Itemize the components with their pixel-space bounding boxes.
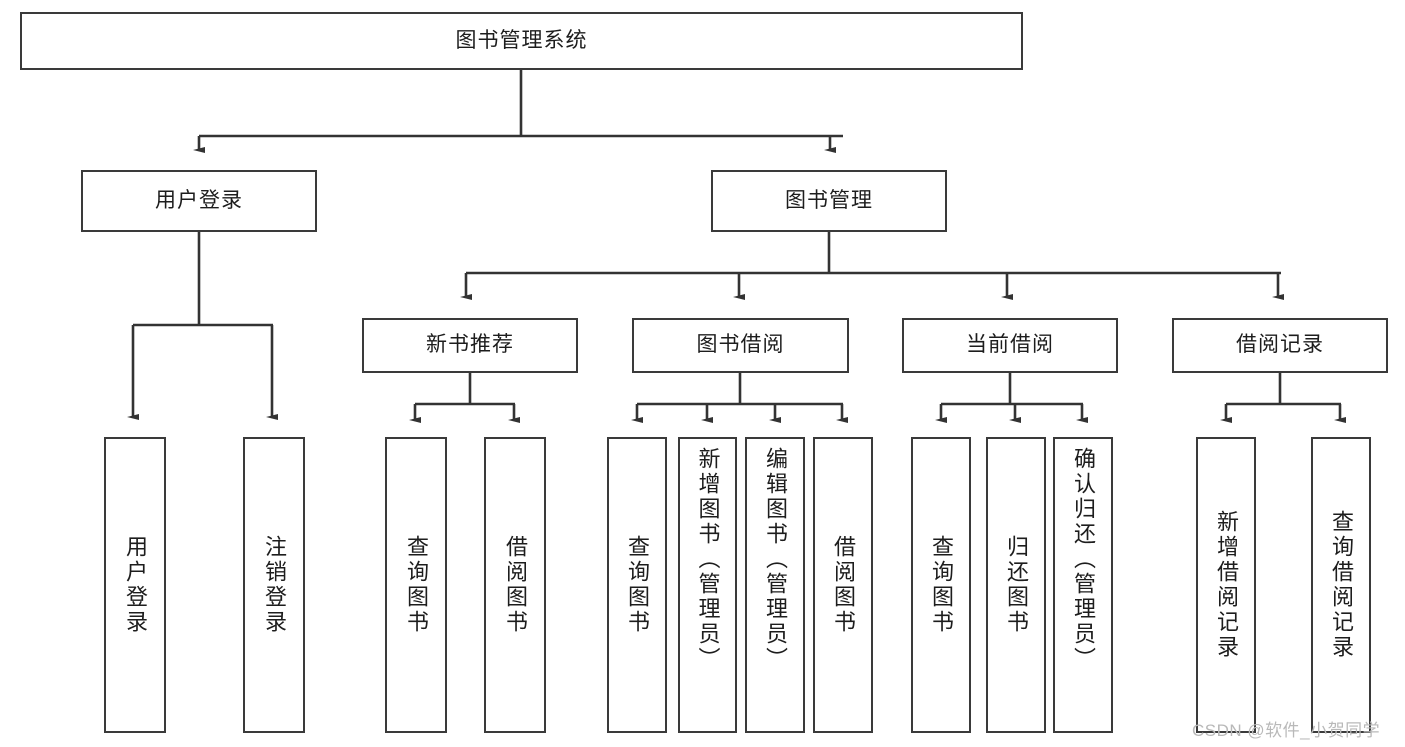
node-borrow-record[interactable]: 借阅记录 <box>1172 318 1388 373</box>
node-leaf-query-book-2[interactable]: 查询图书 <box>607 437 667 733</box>
node-leaf-borrow-book-2[interactable]: 借阅图书 <box>813 437 873 733</box>
node-book-management[interactable]: 图书管理 <box>711 170 947 232</box>
node-leaf-query-book-3-label: 查询图书 <box>929 535 954 635</box>
node-user-login[interactable]: 用户登录 <box>81 170 317 232</box>
node-leaf-confirm-return[interactable]: 确认归还（管理员） <box>1053 437 1113 733</box>
node-leaf-add-record[interactable]: 新增借阅记录 <box>1196 437 1256 733</box>
node-leaf-query-book-3[interactable]: 查询图书 <box>911 437 971 733</box>
node-leaf-user-login-label: 用户登录 <box>123 535 148 635</box>
node-leaf-query-book-2-label: 查询图书 <box>625 535 650 635</box>
node-leaf-return-book[interactable]: 归还图书 <box>986 437 1046 733</box>
node-leaf-confirm-return-label: 确认归还（管理员） <box>1071 447 1096 672</box>
node-leaf-edit-book-label: 编辑图书（管理员） <box>763 447 788 672</box>
node-leaf-add-book[interactable]: 新增图书（管理员） <box>678 437 737 733</box>
node-current-borrow-label: 当前借阅 <box>966 333 1054 357</box>
node-book-management-label: 图书管理 <box>785 188 873 212</box>
watermark-text: CSDN @软件_小贺同学 <box>1192 721 1381 740</box>
node-leaf-logout[interactable]: 注销登录 <box>243 437 305 733</box>
node-borrow-record-label: 借阅记录 <box>1236 333 1324 357</box>
node-root-label: 图书管理系统 <box>455 28 588 52</box>
node-book-borrow-label: 图书借阅 <box>696 333 785 357</box>
node-new-book-recommend-label: 新书推荐 <box>426 333 514 357</box>
node-leaf-borrow-book-1-label: 借阅图书 <box>503 535 528 635</box>
node-leaf-edit-book[interactable]: 编辑图书（管理员） <box>745 437 805 733</box>
node-leaf-logout-label: 注销登录 <box>262 535 287 635</box>
node-leaf-query-book-1[interactable]: 查询图书 <box>385 437 447 733</box>
node-book-borrow[interactable]: 图书借阅 <box>632 318 849 373</box>
node-leaf-query-record[interactable]: 查询借阅记录 <box>1311 437 1371 733</box>
node-leaf-query-book-1-label: 查询图书 <box>404 535 429 635</box>
node-current-borrow[interactable]: 当前借阅 <box>902 318 1118 373</box>
node-root[interactable]: 图书管理系统 <box>20 12 1023 70</box>
node-user-login-label: 用户登录 <box>155 188 243 212</box>
node-leaf-add-book-label: 新增图书（管理员） <box>695 447 721 672</box>
node-leaf-return-book-label: 归还图书 <box>1004 535 1029 635</box>
node-leaf-borrow-book-1[interactable]: 借阅图书 <box>484 437 546 733</box>
node-leaf-borrow-book-2-label: 借阅图书 <box>831 535 856 635</box>
node-new-book-recommend[interactable]: 新书推荐 <box>362 318 578 373</box>
node-leaf-query-record-label: 查询借阅记录 <box>1329 510 1354 660</box>
node-leaf-add-record-label: 新增借阅记录 <box>1214 510 1239 660</box>
node-leaf-user-login[interactable]: 用户登录 <box>104 437 166 733</box>
